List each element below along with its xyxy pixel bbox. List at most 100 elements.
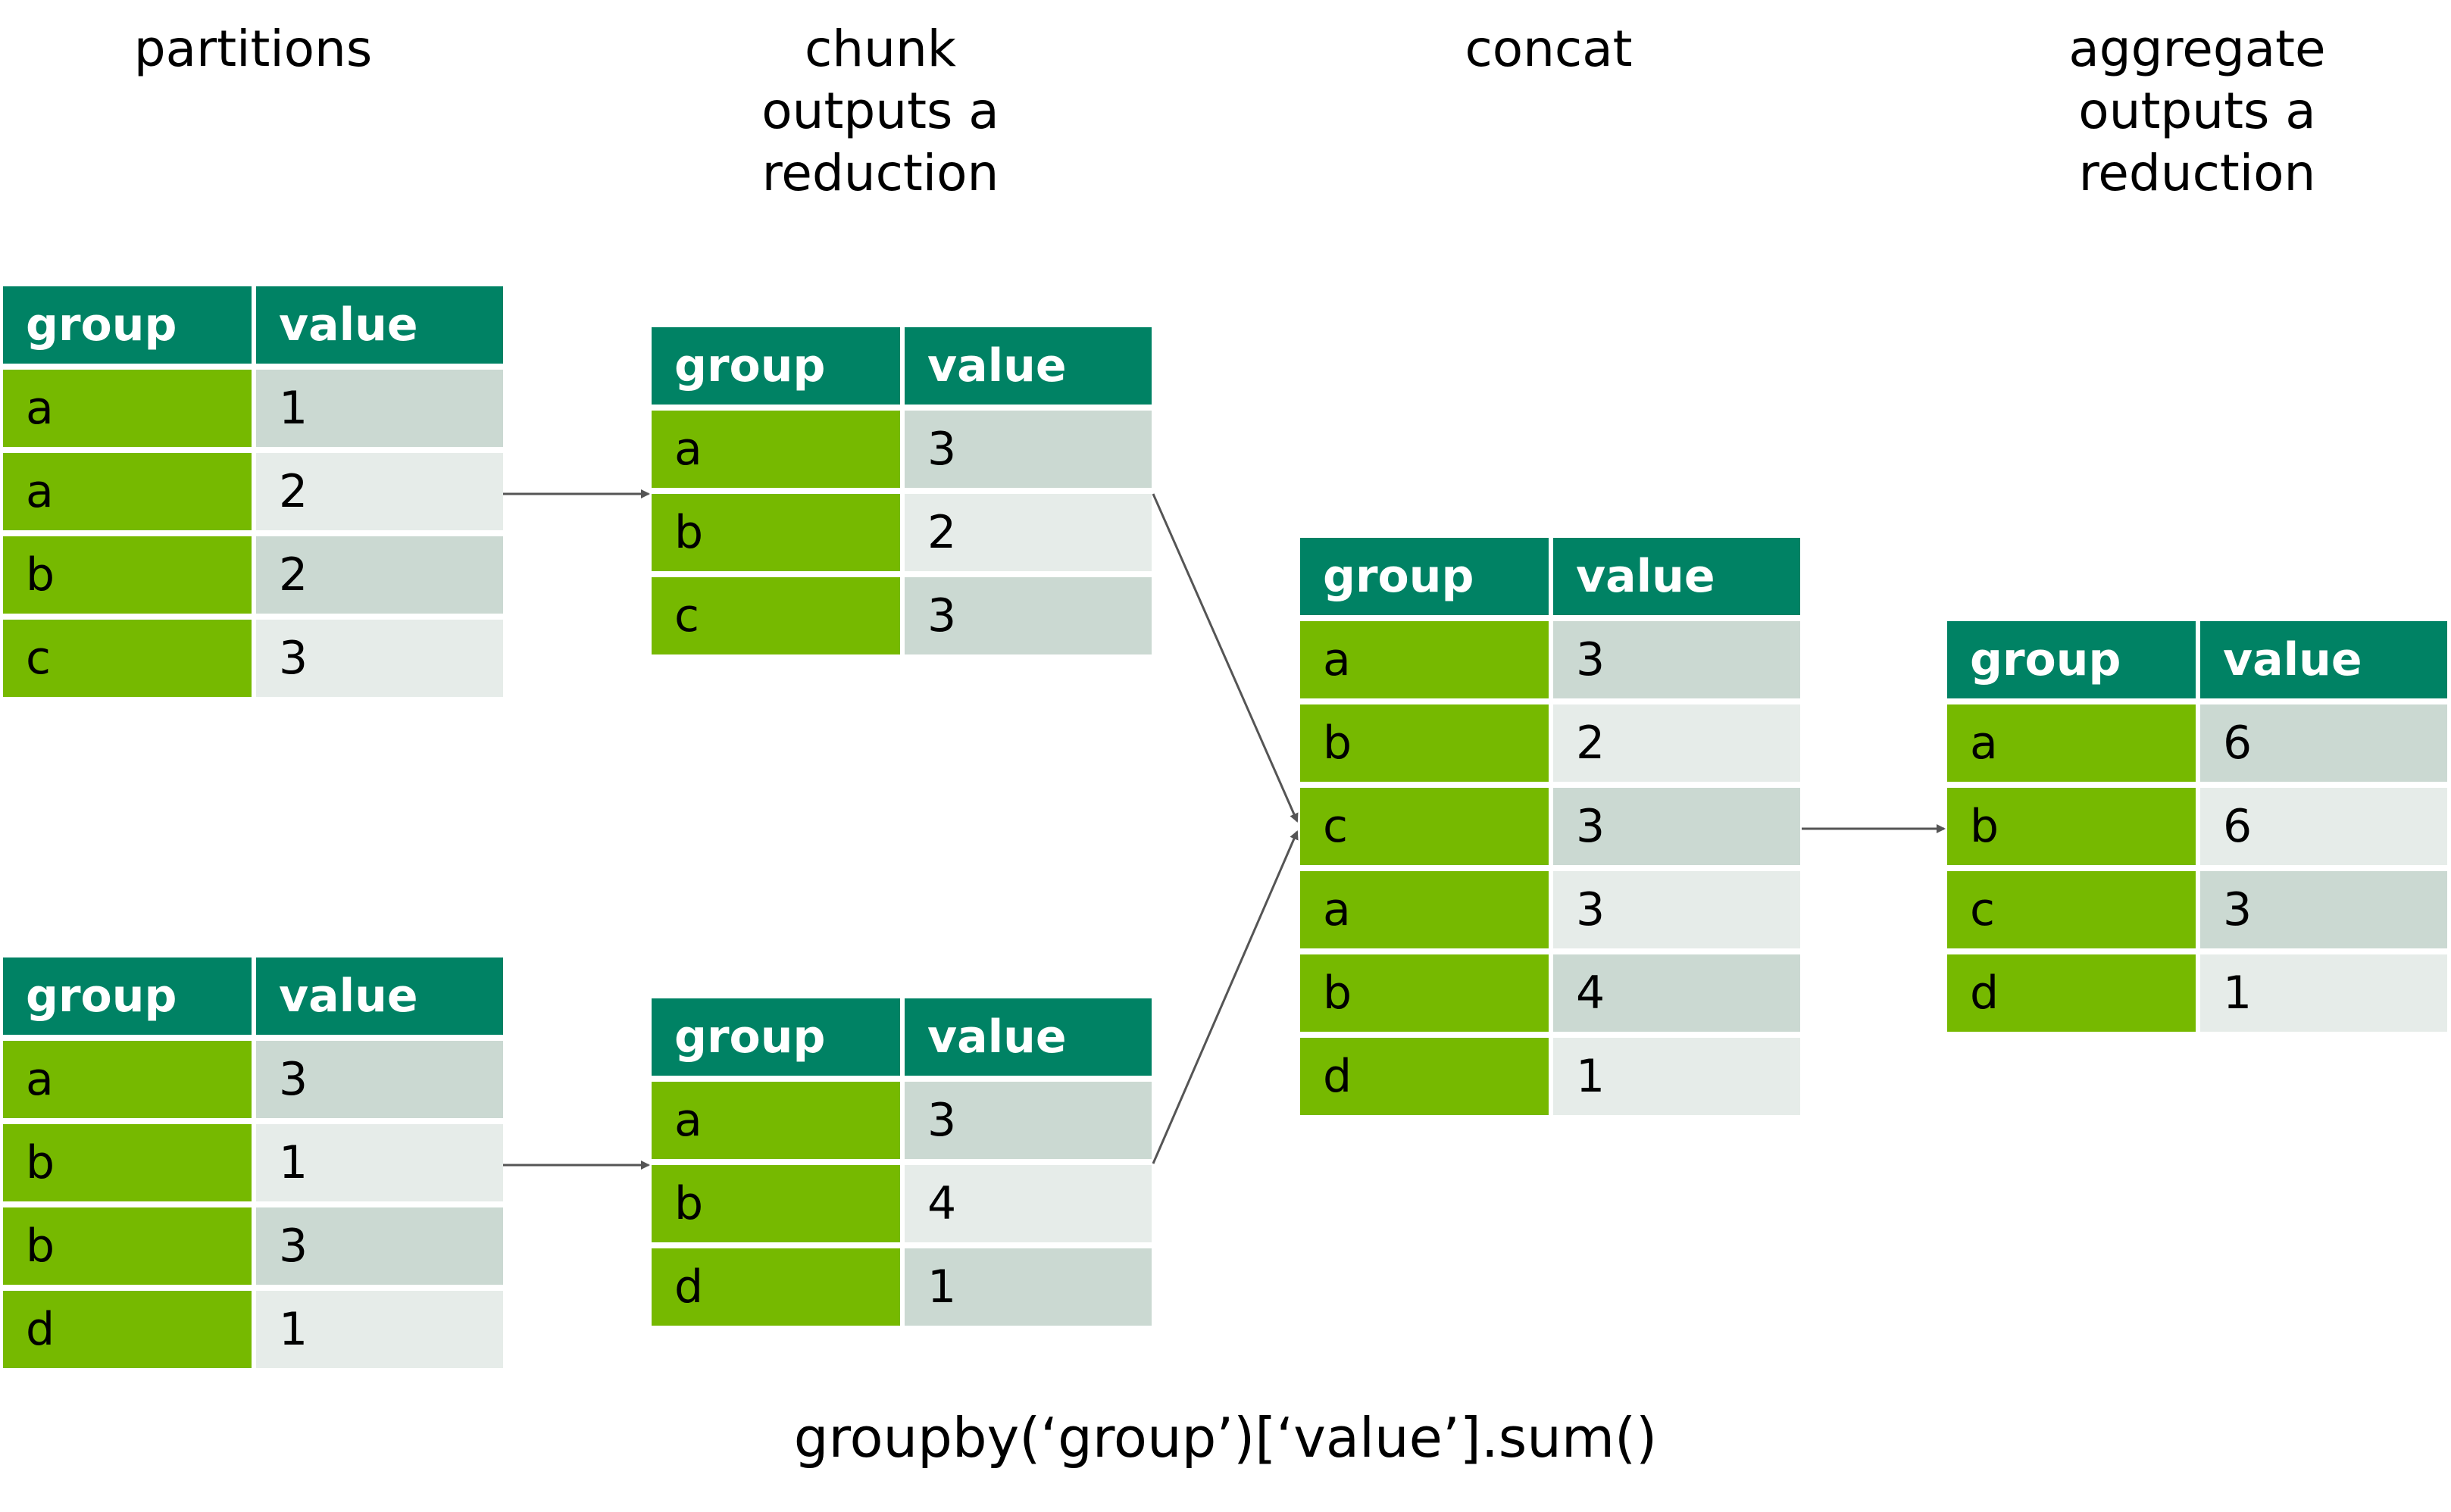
group-cell: c bbox=[1947, 871, 2196, 948]
group-cell: b bbox=[1300, 704, 1549, 782]
stage-title-aggregate: aggregate outputs a reduction bbox=[2068, 20, 2326, 202]
group-cell: b bbox=[652, 494, 900, 571]
group-cell: a bbox=[1300, 871, 1549, 948]
value-cell: 1 bbox=[256, 1124, 503, 1201]
value-cell: 1 bbox=[256, 1291, 503, 1368]
header-group: group bbox=[652, 327, 900, 405]
value-cell: 6 bbox=[2200, 788, 2447, 865]
header-value: value bbox=[905, 998, 1152, 1076]
group-cell: a bbox=[652, 411, 900, 488]
value-cell: 1 bbox=[256, 370, 503, 447]
value-cell: 1 bbox=[2200, 954, 2447, 1032]
stage-title-partitions: partitions bbox=[133, 20, 373, 78]
value-cell: 2 bbox=[256, 453, 503, 530]
header-group: group bbox=[3, 286, 252, 364]
group-cell: c bbox=[1300, 788, 1549, 865]
header-group: group bbox=[3, 957, 252, 1035]
value-cell: 3 bbox=[1553, 621, 1800, 698]
caption: groupby(‘group’)[‘value’].sum() bbox=[793, 1406, 1658, 1470]
group-cell: b bbox=[652, 1165, 900, 1242]
group-cell: d bbox=[1300, 1038, 1549, 1115]
value-cell: 1 bbox=[1553, 1038, 1800, 1115]
header-group: group bbox=[1947, 621, 2196, 698]
stage-title-chunk: chunk outputs a reduction bbox=[761, 20, 999, 202]
group-cell: d bbox=[3, 1291, 252, 1368]
header-group: group bbox=[1300, 538, 1549, 615]
group-cell: d bbox=[1947, 954, 2196, 1032]
value-cell: 3 bbox=[905, 1082, 1152, 1159]
value-cell: 1 bbox=[905, 1248, 1152, 1326]
group-cell: b bbox=[1947, 788, 2196, 865]
group-cell: a bbox=[652, 1082, 900, 1159]
group-cell: a bbox=[3, 1041, 252, 1118]
group-cell: c bbox=[3, 620, 252, 697]
value-cell: 4 bbox=[1553, 954, 1800, 1032]
value-cell: 3 bbox=[2200, 871, 2447, 948]
value-cell: 2 bbox=[905, 494, 1152, 571]
header-value: value bbox=[256, 957, 503, 1035]
value-cell: 2 bbox=[1553, 704, 1800, 782]
value-cell: 3 bbox=[256, 1207, 503, 1285]
arrow-chunk-2-to-concat bbox=[1152, 830, 1299, 1164]
group-cell: b bbox=[1300, 954, 1549, 1032]
group-cell: a bbox=[1947, 704, 2196, 782]
group-cell: b bbox=[3, 1124, 252, 1201]
group-cell: b bbox=[3, 536, 252, 614]
group-cell: c bbox=[652, 577, 900, 654]
header-value: value bbox=[256, 286, 503, 364]
value-cell: 3 bbox=[256, 1041, 503, 1118]
group-cell: b bbox=[3, 1207, 252, 1285]
value-cell: 3 bbox=[905, 577, 1152, 654]
value-cell: 3 bbox=[1553, 788, 1800, 865]
header-value: value bbox=[1553, 538, 1800, 615]
value-cell: 6 bbox=[2200, 704, 2447, 782]
arrow-chunk-1-to-concat bbox=[1152, 493, 1299, 823]
stage-title-concat: concat bbox=[1465, 20, 1633, 78]
value-cell: 3 bbox=[256, 620, 503, 697]
value-cell: 3 bbox=[1553, 871, 1800, 948]
header-group: group bbox=[652, 998, 900, 1076]
value-cell: 3 bbox=[905, 411, 1152, 488]
group-cell: a bbox=[3, 453, 252, 530]
group-cell: a bbox=[1300, 621, 1549, 698]
group-cell: d bbox=[652, 1248, 900, 1326]
value-cell: 2 bbox=[256, 536, 503, 614]
value-cell: 4 bbox=[905, 1165, 1152, 1242]
header-value: value bbox=[905, 327, 1152, 405]
